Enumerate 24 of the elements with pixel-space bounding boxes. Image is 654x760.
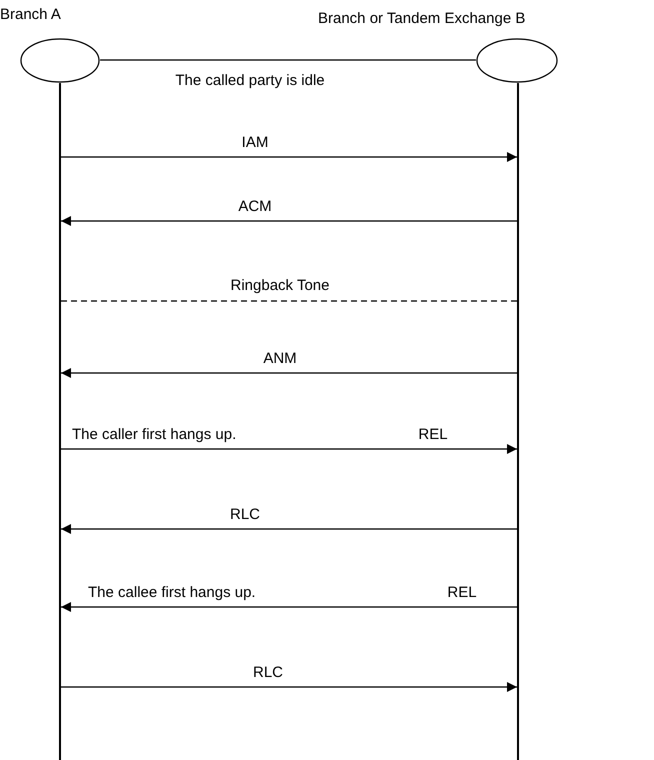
participant-name: Branch A: [0, 6, 61, 24]
message-label: ANM: [263, 350, 297, 368]
lifeline: [59, 83, 61, 760]
message-arrow: [61, 152, 517, 162]
participant-name: Branch or Tandem Exchange B: [318, 10, 526, 28]
message-label: REL: [418, 426, 448, 444]
message-arrow: [61, 682, 517, 692]
message-arrow: [61, 444, 517, 454]
connector-line: [61, 300, 517, 302]
message-arrow: [61, 524, 517, 534]
message-label: REL: [447, 584, 477, 602]
message-arrow: [61, 368, 517, 378]
message-label: ACM: [238, 198, 272, 216]
lifeline: [517, 83, 519, 760]
message-label: RLC: [253, 664, 283, 682]
message-arrow: [61, 602, 517, 612]
note-text: The caller first hangs up.: [72, 426, 236, 444]
message-label: Ringback Tone: [230, 277, 330, 295]
note-text: The callee first hangs up.: [88, 584, 256, 602]
connector-line: [100, 59, 476, 61]
message-label: The called party is idle: [175, 72, 325, 90]
message-arrow: [61, 216, 517, 226]
message-label: RLC: [230, 506, 260, 524]
message-label: IAM: [242, 134, 268, 152]
